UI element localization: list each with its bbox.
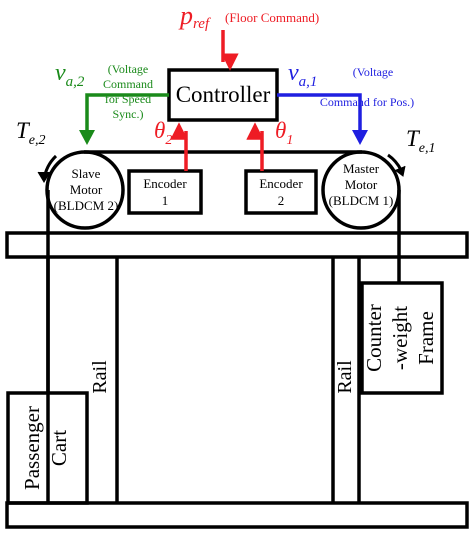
master-command-text-2: Command for Pos.): [320, 95, 414, 109]
slave-command-text-2: Command: [103, 77, 153, 91]
slave-command-text-4: Sync.): [113, 107, 144, 121]
controller-label: Controller: [176, 82, 271, 107]
master-motor-circle: [321, 150, 401, 230]
top-beam: [5, 231, 469, 259]
slave-motor-text-1: Slave: [72, 166, 101, 181]
encoder-2-text-1: Encoder: [259, 176, 303, 191]
va1-label: va,1: [288, 60, 317, 90]
encoder-1-box: [127, 169, 203, 215]
te2-label: Te,2: [16, 118, 46, 148]
floor-command-label: (Floor Command): [225, 10, 319, 25]
structure: [5, 68, 469, 529]
master-command-arrowhead: [352, 130, 368, 145]
va2-label: va,2: [55, 60, 85, 90]
slave-command-text-1: (Voltage: [108, 62, 148, 76]
passenger-cart-box: [6, 391, 89, 505]
theta2-label: θ2: [154, 118, 172, 148]
counterweight-frame-box: [360, 281, 444, 395]
slave-motor-circle: [45, 150, 125, 230]
te1-rotation-arrowhead: [394, 165, 406, 177]
master-command-text-1: (Voltage: [353, 65, 393, 79]
theta1-label: θ1: [275, 118, 293, 148]
master-motor-text-2: Motor: [345, 177, 378, 192]
rail-left-label: Rail: [89, 360, 111, 394]
encoder-1-text-1: Encoder: [143, 176, 187, 191]
encoder-1-text-2: 1: [162, 193, 169, 208]
te2-rotation-arrowhead: [37, 171, 51, 183]
torque-arrows: [37, 153, 406, 183]
rail-right-label: Rail: [334, 360, 356, 394]
slave-motor-text-2: Motor: [70, 182, 103, 197]
bottom-beam: [5, 501, 469, 529]
counterweight-text-1: Counter: [362, 304, 386, 372]
encoder-2-box: [244, 169, 318, 215]
slave-motor-text-3: (BLDCM 2): [54, 198, 119, 213]
counterweight-text-2: -weight: [388, 306, 412, 370]
master-motor-text-1: Master: [343, 161, 380, 176]
passenger-cart-text-2: Cart: [47, 430, 71, 466]
te1-label: Te,1: [406, 126, 436, 156]
slave-command-arrowhead: [79, 130, 95, 145]
master-command-line: [277, 93, 362, 132]
slave-command-line: [85, 93, 169, 132]
pref-label: pref: [178, 1, 211, 32]
encoder-2-text-2: 2: [278, 193, 285, 208]
master-motor-text-3: (BLDCM 1): [329, 193, 394, 208]
passenger-cart-text-1: Passenger: [20, 406, 44, 490]
slave-command-text-3: for Speed: [105, 92, 151, 106]
counterweight-text-3: Frame: [414, 311, 438, 365]
